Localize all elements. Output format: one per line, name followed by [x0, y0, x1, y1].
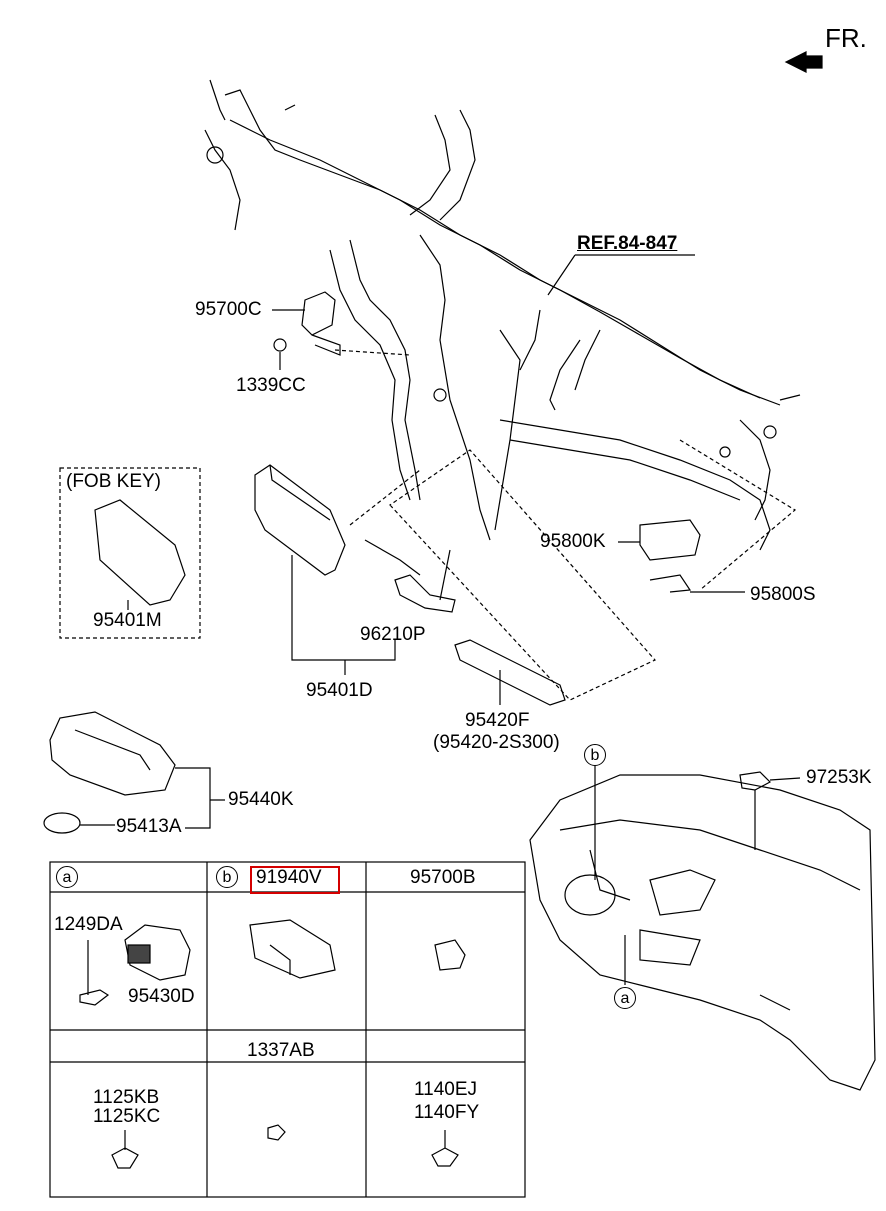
nut-icon	[267, 1124, 286, 1141]
start-button-95430d	[124, 924, 191, 981]
part-1125kb[interactable]: 1125KB	[93, 1087, 160, 1108]
highlight-91940v	[250, 866, 340, 894]
key-fob-icon	[49, 711, 176, 796]
part-1140fy[interactable]: 1140FY	[414, 1102, 480, 1123]
module-95800k	[639, 519, 701, 561]
parts-table-grid	[49, 861, 526, 1198]
part-95413a[interactable]: 95413A	[116, 816, 182, 837]
callout-a: a	[614, 987, 636, 1009]
bracket-96210p	[394, 574, 456, 613]
part-95700c[interactable]: 95700C	[195, 299, 262, 320]
reference-label[interactable]: REF.84-847	[577, 233, 678, 254]
part-95420f-alt[interactable]: (95420-2S300)	[433, 732, 560, 753]
bracket-95700c	[301, 291, 341, 356]
part-95401d[interactable]: 95401D	[306, 680, 373, 701]
part-97253k[interactable]: 97253K	[806, 767, 872, 788]
part-1337ab[interactable]: 1337AB	[247, 1040, 315, 1061]
dashed-guide	[389, 449, 656, 701]
part-1339cc[interactable]: 1339CC	[236, 375, 306, 396]
dashed-guide	[679, 439, 797, 591]
front-arrow-icon	[784, 51, 823, 73]
part-95700b[interactable]: 95700B	[410, 867, 476, 888]
antenna-95420f	[454, 639, 566, 706]
clip-95700b	[434, 939, 466, 971]
ref-leader	[547, 254, 695, 296]
part-1125kc[interactable]: 1125KC	[93, 1106, 161, 1127]
part-95800k[interactable]: 95800K	[540, 531, 606, 552]
module-95401d	[254, 464, 346, 576]
part-95800s[interactable]: 95800S	[750, 584, 816, 605]
part-1140ej[interactable]: 1140EJ	[414, 1079, 478, 1100]
part-95430d[interactable]: 95430D	[128, 986, 195, 1007]
bolt-icon	[431, 1130, 459, 1167]
callout-b: b	[584, 744, 606, 766]
fob-key-box	[59, 467, 201, 639]
module-95401m	[94, 499, 186, 606]
part-91940v[interactable]: 91940V	[256, 867, 322, 888]
part-95420f[interactable]: 95420F	[465, 710, 530, 731]
table-tag-a: a	[56, 866, 78, 888]
fob-key-title: (FOB KEY)	[66, 471, 162, 492]
dashed-guide	[349, 469, 421, 526]
dashboard-art	[529, 774, 876, 1091]
bracket-95800s	[649, 574, 692, 593]
part-95440k[interactable]: 95440K	[228, 789, 294, 810]
direction-label: FR.	[825, 23, 867, 53]
dashed-guide	[334, 349, 411, 356]
crossbar-beam	[204, 79, 801, 551]
part-95401m[interactable]: 95401M	[93, 610, 162, 631]
part-96210p[interactable]: 96210P	[360, 624, 426, 645]
coin-battery-icon	[43, 812, 81, 834]
part-1249da[interactable]: 1249DA	[54, 914, 123, 935]
table-tag-b: b	[216, 866, 238, 888]
switch-91940v	[249, 919, 336, 979]
screw-icon	[79, 940, 110, 1006]
bolt-icon	[111, 1130, 139, 1169]
